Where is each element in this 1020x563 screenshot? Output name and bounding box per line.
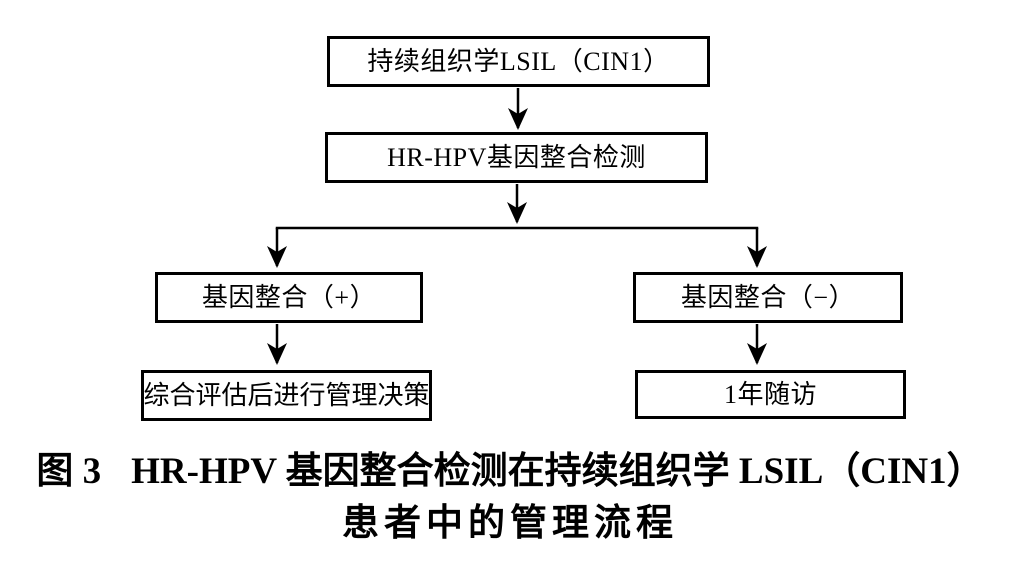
node-integration-negative: 基因整合（−） xyxy=(633,272,903,323)
figure-number: 图 3 xyxy=(36,451,102,492)
node-hr-hpv-integration-test: HR-HPV基因整合检测 xyxy=(325,132,708,183)
figure-caption: 图 3 HR-HPV 基因整合检测在持续组织学 LSIL（CIN1） 患者中的管理… xyxy=(0,446,1020,550)
caption-line-2: 患者中的管理流程 xyxy=(342,503,678,544)
node-integration-positive: 基因整合（+） xyxy=(155,272,423,323)
caption-line-1: 图 3 HR-HPV 基因整合检测在持续组织学 LSIL（CIN1） xyxy=(0,446,1020,498)
node-management-decision: 综合评估后进行管理决策 xyxy=(141,370,432,421)
node-persistent-lsil: 持续组织学LSIL（CIN1） xyxy=(327,36,710,87)
node-one-year-follow-up: 1年随访 xyxy=(635,370,906,419)
caption-title-text: HR-HPV 基因整合检测在持续组织学 LSIL（CIN1） xyxy=(131,451,984,492)
